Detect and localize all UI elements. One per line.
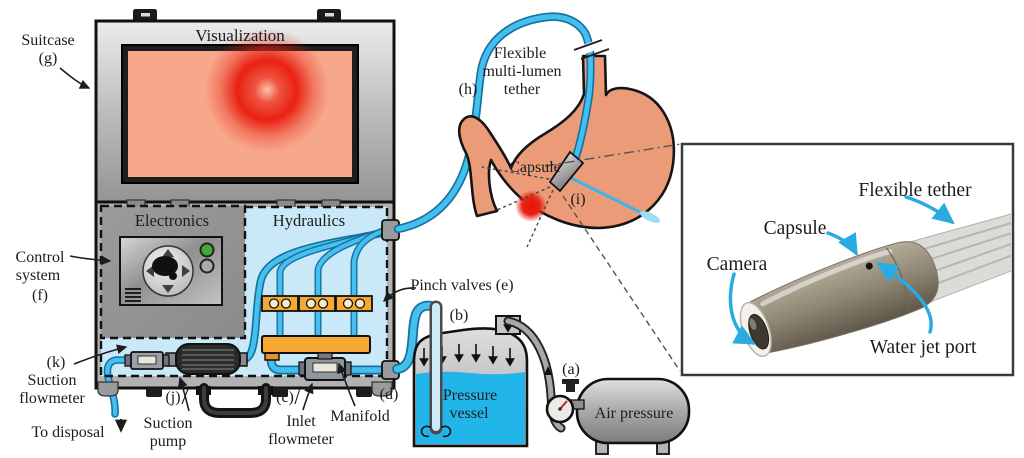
pinch-valve-tubes <box>276 224 395 344</box>
arrow-flexible-tether <box>904 195 955 225</box>
water-supply <box>392 300 691 455</box>
fov-dotted-lines <box>481 166 554 248</box>
arrow-suction-pump <box>177 376 190 412</box>
arrow-water-jet <box>876 262 933 334</box>
arrow-pinch-valves <box>383 287 417 302</box>
callout-line-top <box>544 143 682 167</box>
suction-pump-label-2: pump <box>150 433 186 450</box>
lesion <box>515 190 547 222</box>
inset-water-jet-port-label: Water jet port <box>870 337 977 358</box>
led-gray <box>199 258 215 274</box>
corner-foot-left <box>97 381 119 397</box>
suction-flowmeter-ref: (k) <box>47 354 66 371</box>
suction-flowmeter-label-1: Suction <box>28 372 77 389</box>
menu-lines-icon <box>125 288 141 302</box>
inlet-flowmeter-ref: (c) <box>276 389 294 406</box>
pinch-valve-2 <box>298 295 336 312</box>
pressure-vessel-ref: (b) <box>450 307 469 324</box>
text-labels: Visualization Electronics Hydraulics Sui… <box>16 26 977 450</box>
inset-capsule-seam <box>885 247 909 312</box>
hydraulics-title: Hydraulics <box>273 211 345 230</box>
suction-pump-label-1: Suction <box>144 415 193 432</box>
air-tank <box>575 377 691 455</box>
control-system-label-2: system <box>16 267 61 284</box>
label-arrows <box>59 67 417 433</box>
manifold-ref: (d) <box>380 386 399 403</box>
corner-foot-right <box>371 381 393 397</box>
stomach-outline <box>457 54 676 230</box>
electronics-title: Electronics <box>135 211 209 230</box>
callout-line-bottom <box>562 195 681 372</box>
suction-pump-device <box>165 343 248 375</box>
inset-flexible-tether-label: Flexible tether <box>858 180 972 201</box>
capsule-inset <box>680 142 1015 377</box>
control-system-label-1: Control <box>16 249 65 266</box>
arrow-manifold <box>337 362 356 407</box>
vessel-arc-tube <box>392 300 441 374</box>
inlet-flowmeter-label-1: Inlet <box>286 413 316 430</box>
intake-swirl-icon <box>420 425 452 438</box>
water-jet <box>568 175 647 217</box>
dpad-arrows-icon <box>146 249 190 293</box>
manifold-label: Manifold <box>330 408 390 425</box>
inset-capsule-highlight <box>760 249 893 307</box>
inlet-flowmeter-label-2: flowmeter <box>268 431 334 448</box>
pinch-valve-3 <box>335 295 373 312</box>
flexible-tether-tube <box>393 12 594 234</box>
capsule-in-stomach <box>548 150 585 193</box>
pinch-valves-label: Pinch valves (e) <box>410 277 513 294</box>
inset-tether-stripes <box>909 211 1011 291</box>
tether-break-icon <box>573 37 610 60</box>
control-box <box>119 236 223 306</box>
suction-flowmeter-label-2: flowmeter <box>19 390 85 407</box>
suction-pump-ref: (j) <box>165 389 180 406</box>
pinch-valves <box>261 295 373 312</box>
arrow-camera <box>728 272 756 345</box>
carry-handle <box>196 383 273 418</box>
inset-annotation-arrows <box>728 195 955 345</box>
suitcase-ref: (g) <box>39 50 58 67</box>
joystick-knob <box>152 256 178 276</box>
inset-camera-label: Camera <box>707 254 768 275</box>
pressure-gauge <box>545 379 585 424</box>
water-splash <box>639 211 661 223</box>
capsule-stomach-ref: (i) <box>570 191 585 208</box>
esophagus-tether <box>572 43 595 161</box>
inset-water-jet-port-dot <box>865 262 873 270</box>
pressure-vessel-label-2: vessel <box>449 405 489 422</box>
air-flow-arrow-icon <box>544 366 552 375</box>
tether-ref: (h) <box>459 81 478 98</box>
tether-label-1: Flexible <box>494 45 546 62</box>
feet <box>146 388 372 397</box>
arrow-control-system <box>69 255 112 266</box>
air-pressure-label: Air pressure <box>595 405 674 422</box>
suitcase <box>94 9 400 418</box>
suction-flowmeter-device <box>124 351 170 370</box>
leader-c <box>294 387 301 405</box>
to-disposal-label: To disposal <box>31 424 105 441</box>
arrow-inlet-flowmeter <box>302 382 314 411</box>
pressure-vessel-label-1: Pressure <box>443 387 497 404</box>
suitcase-label: Suitcase <box>21 32 74 49</box>
tether-label-2: multi-lumen <box>482 63 561 80</box>
hydraulics-dashed-border <box>99 205 389 378</box>
led-green <box>199 242 215 258</box>
tether-label-3: tether <box>504 81 541 98</box>
pinch-valve-1 <box>261 295 299 312</box>
screen-lesion-image <box>205 28 329 152</box>
leader-j <box>181 388 189 405</box>
air-pressure-ref: (a) <box>562 361 580 378</box>
arrow-capsule <box>826 231 858 256</box>
arrow-suction-flowmeter <box>73 344 128 365</box>
inset-capsule-label: Capsule <box>764 218 827 239</box>
arrow-suitcase <box>59 67 91 89</box>
control-system-ref: (f) <box>32 287 48 304</box>
capsule-stomach-label: Capsule <box>509 159 561 176</box>
manifold-bar <box>261 335 371 354</box>
stomach <box>457 37 682 372</box>
visualization-title: Visualization <box>195 26 285 45</box>
